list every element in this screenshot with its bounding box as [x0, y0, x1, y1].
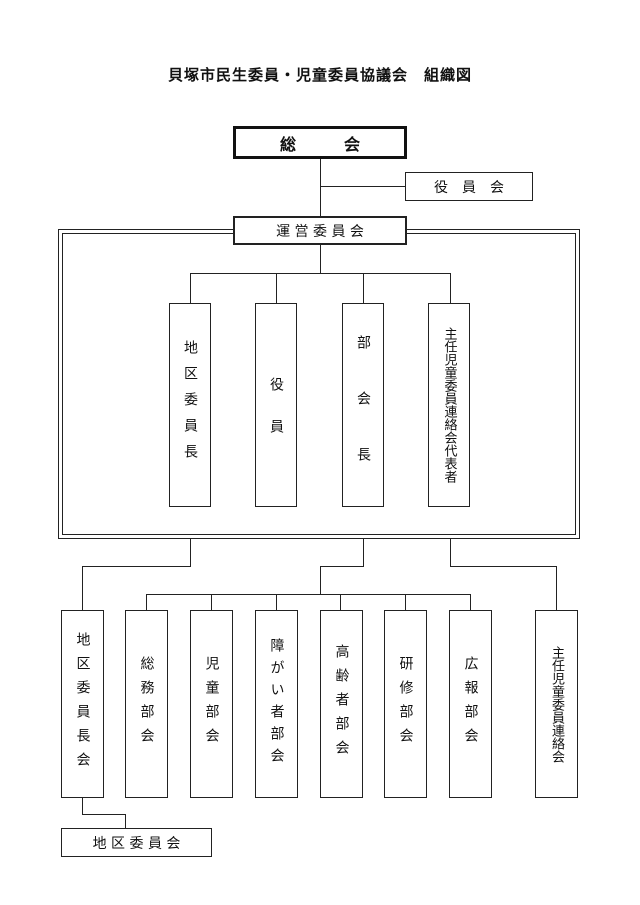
general-affairs-box: 総務部会 — [125, 610, 168, 798]
connector — [320, 186, 405, 187]
connector — [405, 594, 406, 610]
connector — [320, 566, 364, 567]
district-committee-label: 地 区 委 員 会 — [92, 835, 181, 852]
connector — [211, 594, 212, 610]
disability-label: 障がい者部会 — [268, 638, 285, 770]
connector — [276, 273, 277, 303]
officers-meeting-label: 役 員 会 — [434, 179, 504, 196]
connector — [450, 539, 451, 566]
connector — [470, 594, 471, 610]
child-rep-box: 主任児童委員連絡会代表者 — [428, 303, 470, 507]
public-relations-label: 広報部会 — [462, 656, 479, 752]
steering-committee-box: 運 営 委 員 会 — [233, 216, 407, 245]
district-chair-box: 地区委員長 — [169, 303, 211, 507]
connector — [82, 566, 83, 610]
connector — [190, 539, 191, 566]
officer-box: 役 員 — [255, 303, 297, 507]
connector — [190, 273, 450, 274]
connector — [450, 566, 557, 567]
division-head-label: 部 会 長 — [355, 335, 371, 475]
page-title: 貝塚市民生委員・児童委員協議会 組織図 — [167, 66, 472, 84]
training-label: 研修部会 — [397, 656, 414, 752]
district-committee-box: 地 区 委 員 会 — [61, 828, 212, 857]
division-head-box: 部 会 長 — [342, 303, 384, 507]
public-relations-box: 広報部会 — [449, 610, 492, 798]
connector — [340, 594, 341, 610]
connector — [363, 273, 364, 303]
connector — [146, 594, 471, 595]
steering-committee-label: 運 営 委 員 会 — [276, 223, 364, 240]
district-chairs-meeting-box: 地区委員長会 — [61, 610, 104, 798]
general-assembly-box: 総 会 — [233, 126, 407, 159]
officers-meeting-box: 役 員 会 — [405, 172, 533, 201]
steering-frame-inner — [62, 233, 576, 535]
connector — [82, 814, 126, 815]
officer-label: 役 員 — [268, 377, 284, 433]
connector — [556, 566, 557, 610]
children-box: 児童部会 — [190, 610, 233, 798]
child-rep-label: 主任児童委員連絡会代表者 — [441, 327, 457, 483]
district-chair-label: 地区委員長 — [182, 340, 198, 470]
general-assembly-label: 総 会 — [279, 134, 360, 154]
connector — [320, 159, 321, 216]
connector — [146, 594, 147, 610]
connector — [190, 273, 191, 303]
connector — [82, 566, 191, 567]
elderly-box: 高齢者部会 — [320, 610, 363, 798]
elderly-label: 高齢者部会 — [333, 644, 350, 764]
child-committee-label: 主任児童委員連絡会 — [549, 645, 564, 763]
connector — [320, 245, 321, 273]
connector — [363, 539, 364, 566]
general-affairs-label: 総務部会 — [138, 656, 155, 752]
district-chairs-meeting-label: 地区委員長会 — [74, 632, 91, 776]
disability-box: 障がい者部会 — [255, 610, 298, 798]
connector — [320, 566, 321, 594]
children-label: 児童部会 — [203, 656, 220, 752]
connector — [276, 594, 277, 610]
training-box: 研修部会 — [384, 610, 427, 798]
connector — [125, 814, 126, 828]
connector — [450, 273, 451, 303]
child-committee-box: 主任児童委員連絡会 — [535, 610, 578, 798]
connector — [82, 798, 83, 814]
